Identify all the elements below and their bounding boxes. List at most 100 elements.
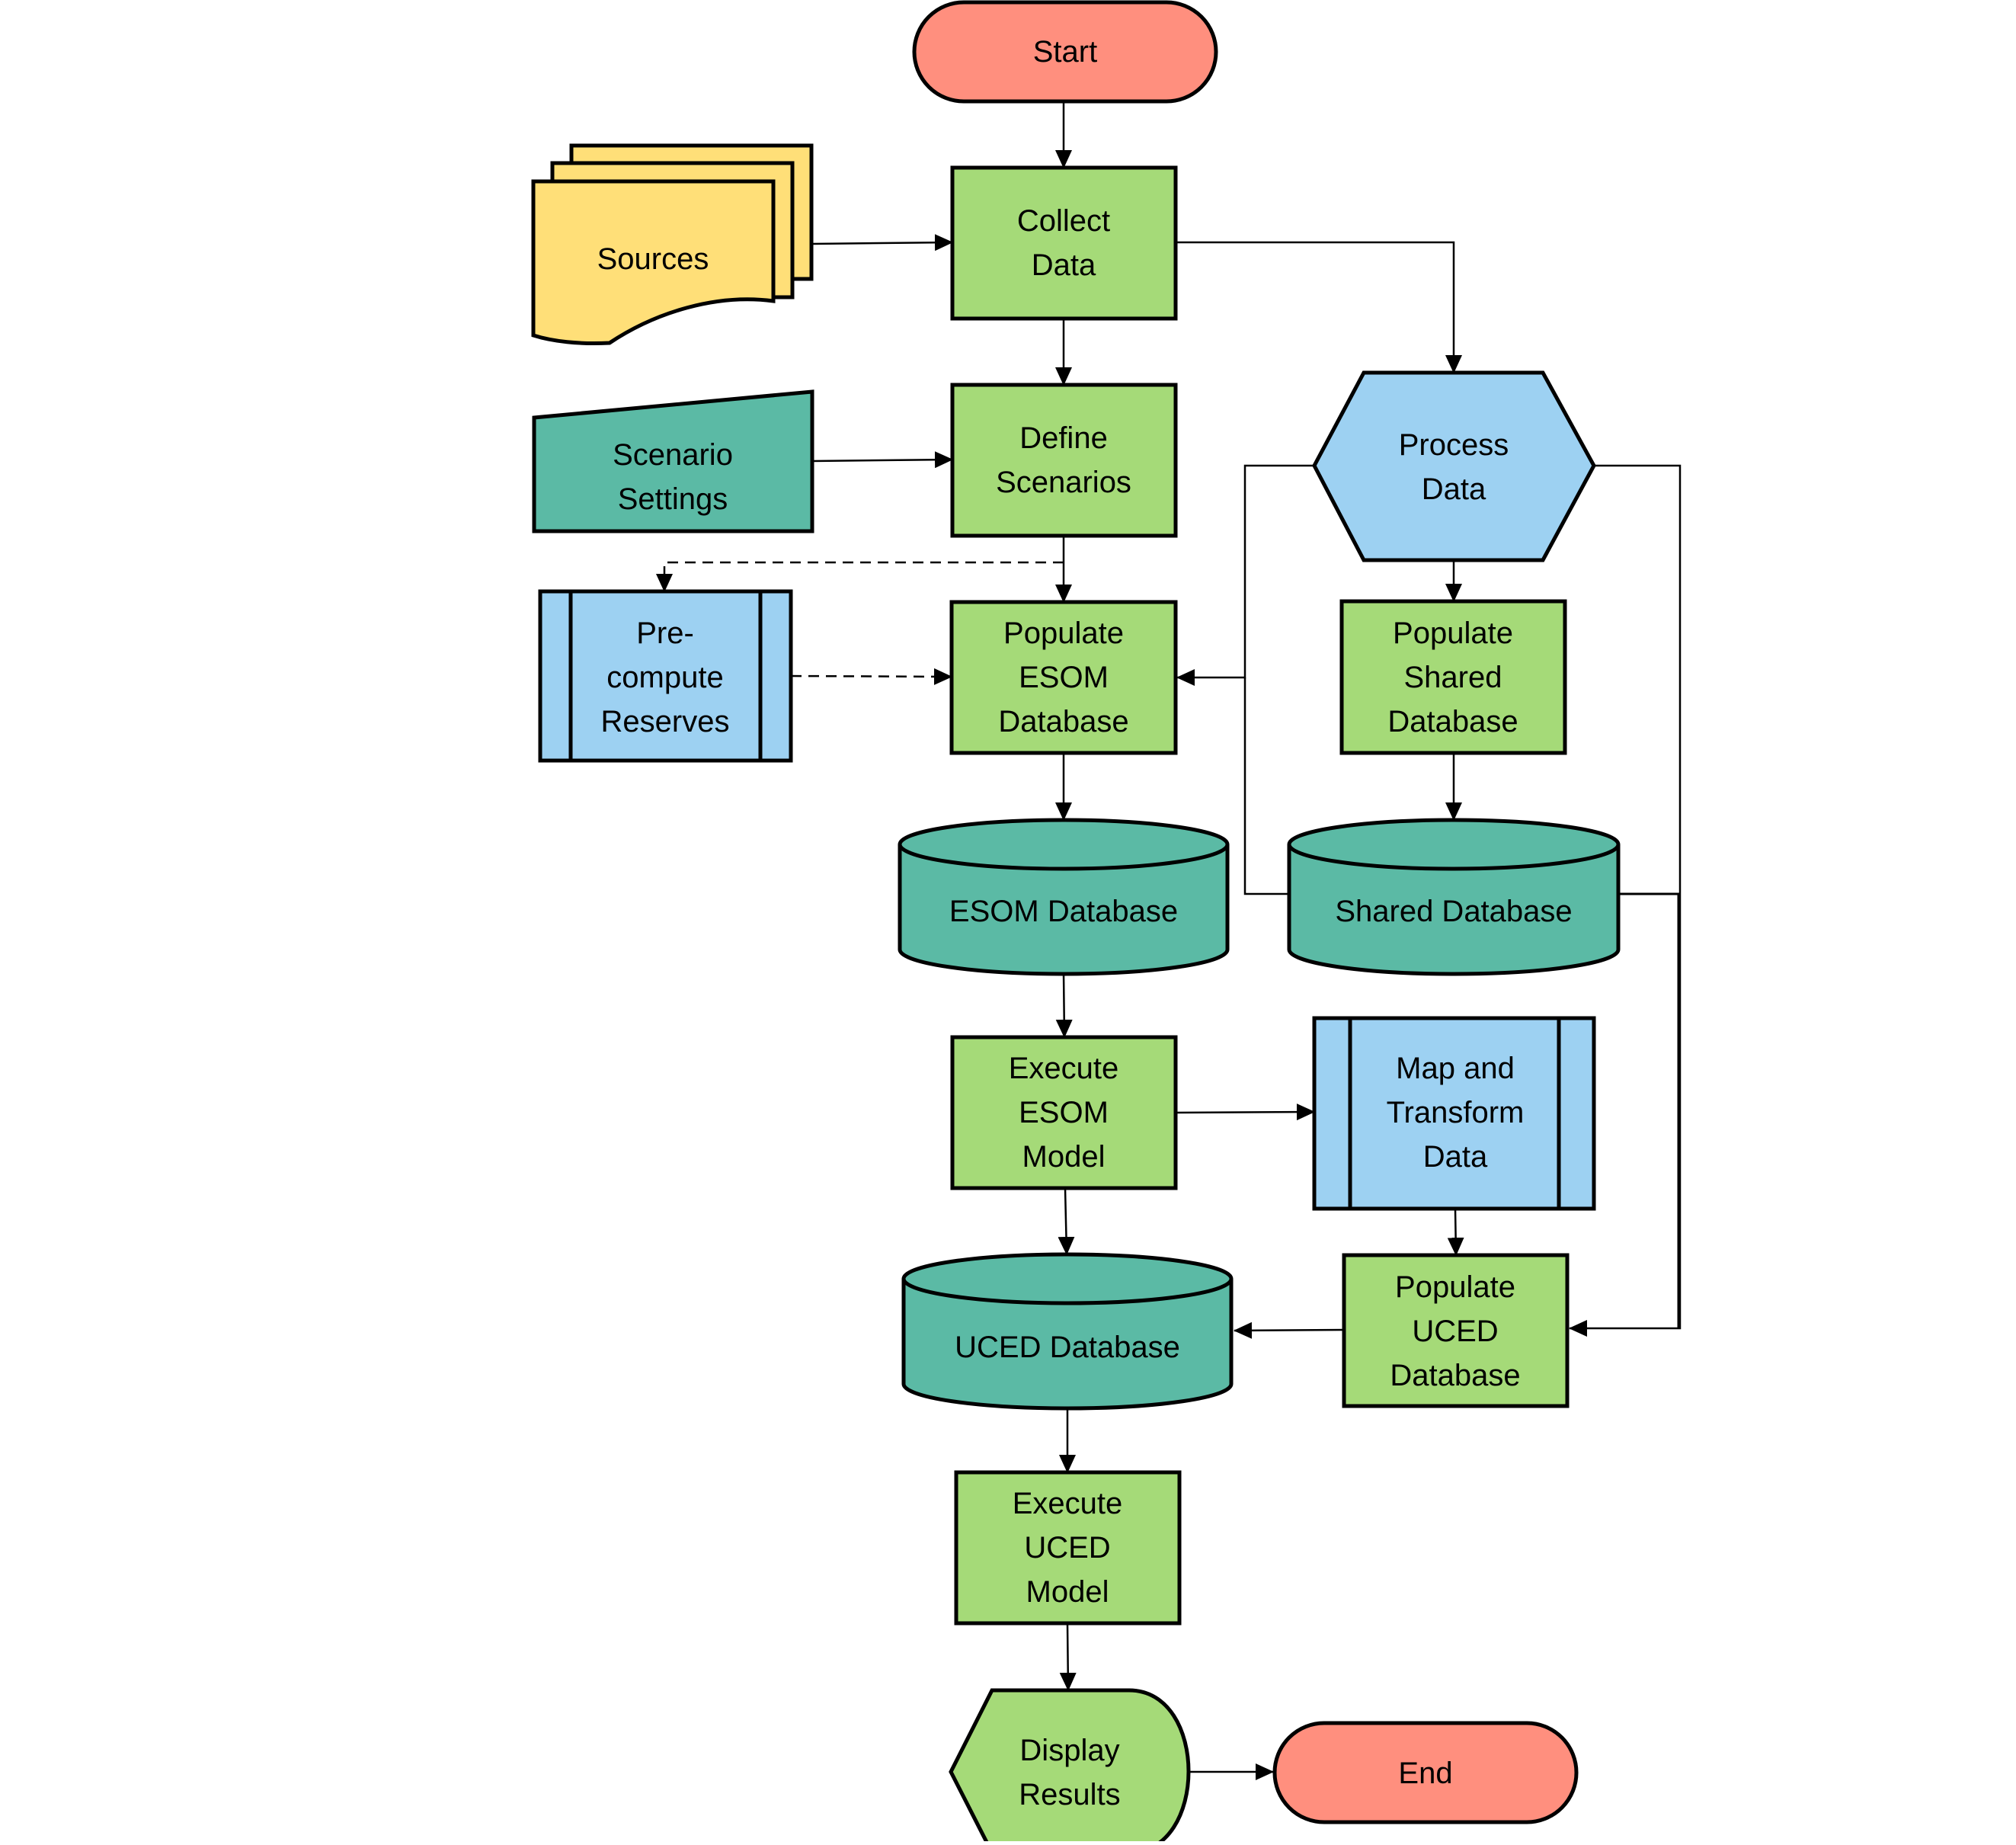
edge-precompute-reserves-to-populate-esom — [790, 668, 952, 685]
populate-esom-label-line-2: ESOM — [1019, 661, 1109, 694]
end-label: End — [1398, 1757, 1452, 1790]
populate-shared-label-line-3: Database — [1387, 705, 1518, 738]
map-transform-label-line-1: Map and — [1396, 1052, 1515, 1085]
edge-execute-esom-to-map-transform — [1175, 1103, 1315, 1121]
process-data-shape — [1312, 370, 1596, 562]
scenario-settings-label-line-1: Scenario — [613, 438, 733, 472]
edge-populate-uced-to-uced-database — [1234, 1321, 1345, 1339]
populate-shared-label-line-1: Populate — [1393, 617, 1513, 650]
scenario-settings-label-line-2: Settings — [618, 482, 728, 516]
execute-uced-label-line-2: UCED — [1024, 1531, 1110, 1565]
populate-shared-label-line-2: Shared — [1404, 661, 1502, 694]
start-label: Start — [1033, 35, 1097, 69]
precompute-reserves-label-line-2: compute — [606, 661, 723, 694]
process-data-label-line-1: Process — [1399, 428, 1509, 462]
esom-database-cylinder[interactable]: ESOM Database — [898, 818, 1230, 976]
end-terminator[interactable]: End — [1272, 1721, 1579, 1824]
edge-shared-database-to-populate-uced — [1618, 892, 1680, 1328]
populate-esom-label-line-3: Database — [998, 705, 1128, 738]
execute-esom-label-line-1: Execute — [1009, 1052, 1119, 1085]
populate-uced-shape — [1342, 1253, 1570, 1408]
populate-esom-shape — [949, 600, 1178, 755]
sources-document[interactable]: Sources — [531, 143, 814, 346]
execute-uced-label-line-3: Model — [1026, 1575, 1109, 1609]
scenario-settings-shape — [532, 389, 814, 533]
uced-database-label: UCED Database — [955, 1331, 1180, 1364]
start-shape — [912, 0, 1218, 104]
map-transform-shape — [1312, 1016, 1596, 1211]
uced-database-label-line-1: UCED Database — [955, 1331, 1180, 1364]
esom-database-label: ESOM Database — [949, 895, 1178, 928]
uced-database-cylinder[interactable]: UCED Database — [901, 1252, 1234, 1411]
process-data-label-line-2: Data — [1422, 472, 1486, 506]
execute-esom-shape — [950, 1035, 1178, 1190]
edge-map-transform-to-populate-uced — [1447, 1208, 1464, 1256]
precompute-reserves-label-line-1: Pre- — [636, 617, 694, 650]
end-shape — [1272, 1721, 1579, 1824]
edge-scenario-settings-to-define-scenarios — [811, 451, 953, 469]
define-scenarios-label-line-2: Scenarios — [996, 466, 1131, 499]
execute-uced-label-line-1: Execute — [1013, 1487, 1123, 1520]
shared-database-label: Shared Database — [1335, 895, 1572, 928]
populate-uced-label-line-2: UCED — [1412, 1315, 1498, 1348]
sources-label-line-1: Sources — [597, 242, 709, 276]
sources-shape — [531, 143, 814, 346]
collect-data-label-line-2: Data — [1032, 248, 1096, 282]
display-results-shape — [949, 1688, 1191, 1845]
display-results-label-line-1: Display — [1019, 1734, 1119, 1767]
esom-database-label-line-1: ESOM Database — [949, 895, 1178, 928]
shared-database-label-line-1: Shared Database — [1335, 895, 1572, 928]
execute-esom-label-line-2: ESOM — [1019, 1096, 1109, 1129]
uced-database-shape — [901, 1252, 1234, 1411]
edge-define-scenarios-to-precompute-reserves — [656, 561, 1064, 592]
start-terminator[interactable]: Start — [912, 0, 1218, 104]
edge-execute-esom-to-uced-database — [1058, 1187, 1075, 1255]
esom-database-shape — [898, 818, 1230, 976]
define-scenarios-shape — [950, 383, 1178, 538]
edge-sources-to-collect-data — [811, 234, 953, 251]
collect-data-shape — [950, 165, 1178, 321]
sources-label: Sources — [597, 242, 709, 276]
edge-process-data-to-populate-esom — [1176, 464, 1314, 686]
map-transform-label-line-3: Data — [1423, 1140, 1488, 1174]
populate-esom-label-line-1: Populate — [1003, 617, 1124, 650]
edge-process-data-to-populate-uced — [1569, 464, 1682, 1337]
populate-shared-shape — [1339, 599, 1567, 755]
edge-execute-uced-to-display-results — [1059, 1622, 1077, 1691]
define-scenarios-label-line-1: Define — [1019, 421, 1108, 455]
map-transform-label-line-2: Transform — [1387, 1096, 1525, 1129]
execute-esom-label-line-3: Model — [1022, 1140, 1106, 1174]
shared-database-cylinder[interactable]: Shared Database — [1287, 818, 1621, 976]
edge-collect-data-to-process-data — [1176, 241, 1462, 373]
precompute-reserves-shape — [538, 589, 793, 763]
edges-layer — [656, 101, 1682, 1780]
start-label-line-1: Start — [1033, 35, 1097, 69]
